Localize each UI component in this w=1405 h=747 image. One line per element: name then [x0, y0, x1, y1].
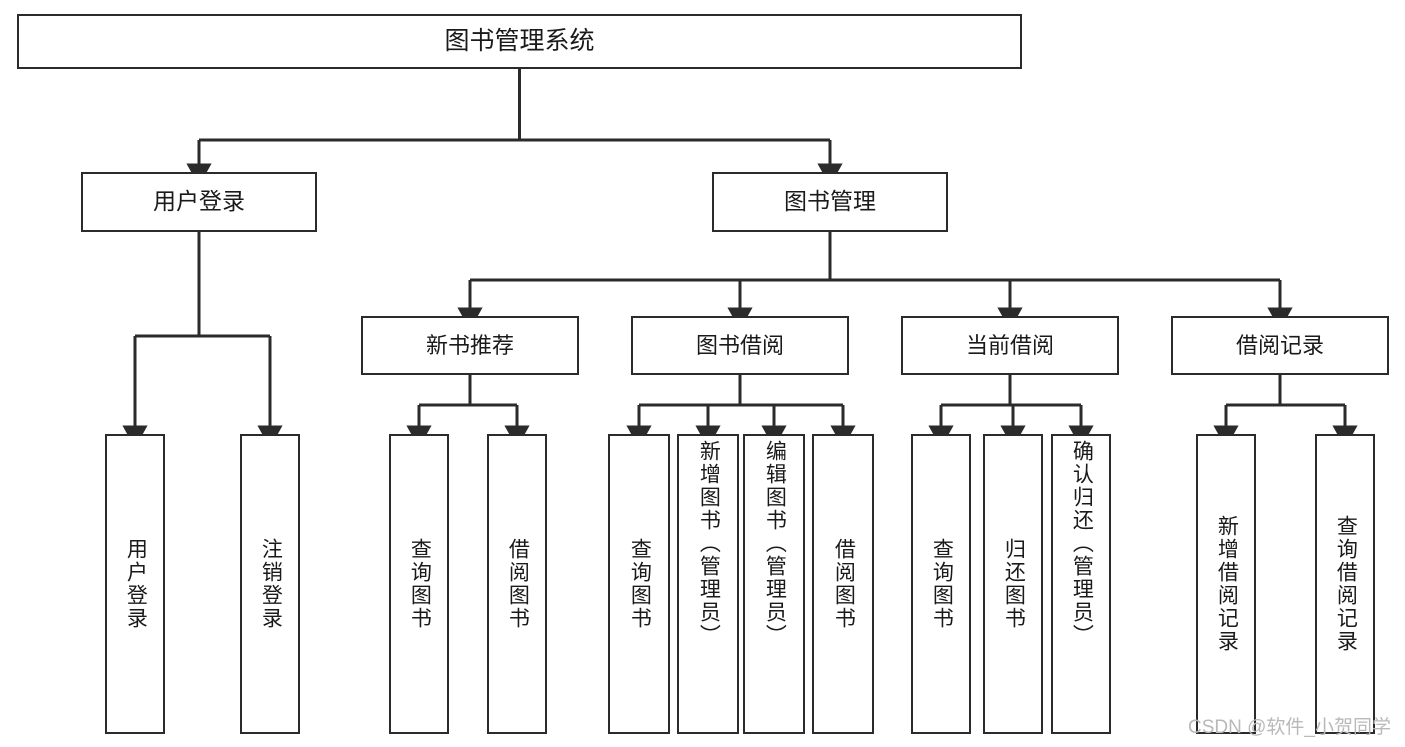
leaf-node-0-label: 用户登录: [124, 538, 148, 630]
leaf-node-5-label: 新增图书（管理员）: [697, 440, 721, 647]
root-node[interactable]: 图书管理系统: [17, 14, 1022, 69]
leaf-node-8-label: 查询图书: [930, 538, 954, 630]
leaf-node-3[interactable]: 借阅图书: [487, 434, 547, 734]
level2-node-1[interactable]: 图书管理: [712, 172, 948, 232]
leaf-node-6-label: 编辑图书（管理员）: [763, 440, 787, 647]
leaf-node-9-label: 归还图书: [1002, 538, 1026, 630]
level3-node-3-label: 借阅记录: [1235, 332, 1324, 358]
level3-node-1-label: 图书借阅: [695, 332, 784, 358]
leaf-node-10[interactable]: 确认归还（管理员）: [1051, 434, 1111, 734]
leaf-node-7[interactable]: 借阅图书: [812, 434, 874, 734]
leaf-node-4[interactable]: 查询图书: [608, 434, 670, 734]
leaf-node-12-label: 查询借阅记录: [1334, 515, 1358, 653]
leaf-node-1-label: 注销登录: [259, 538, 283, 630]
leaf-node-10-label: 确认归还（管理员）: [1070, 440, 1094, 647]
leaf-node-11-label: 新增借阅记录: [1215, 515, 1239, 653]
leaf-node-8[interactable]: 查询图书: [911, 434, 971, 734]
leaf-node-1[interactable]: 注销登录: [240, 434, 300, 734]
root-node-label: 图书管理系统: [444, 26, 595, 55]
leaf-node-2-label: 查询图书: [408, 538, 432, 630]
level3-node-3[interactable]: 借阅记录: [1171, 316, 1389, 375]
leaf-node-3-label: 借阅图书: [506, 538, 530, 630]
leaf-node-11[interactable]: 新增借阅记录: [1196, 434, 1256, 734]
leaf-node-12[interactable]: 查询借阅记录: [1315, 434, 1375, 734]
level3-node-1[interactable]: 图书借阅: [631, 316, 849, 375]
leaf-node-5[interactable]: 新增图书（管理员）: [677, 434, 739, 734]
level2-node-0[interactable]: 用户登录: [81, 172, 317, 232]
level2-node-1-label: 图书管理: [784, 188, 876, 215]
level2-node-0-label: 用户登录: [153, 188, 245, 215]
csdn-watermark: CSDN @软件_小贺同学: [1188, 717, 1391, 738]
level3-node-0-label: 新书推荐: [425, 332, 514, 358]
leaf-node-6[interactable]: 编辑图书（管理员）: [743, 434, 805, 734]
leaf-node-9[interactable]: 归还图书: [983, 434, 1043, 734]
leaf-node-2[interactable]: 查询图书: [389, 434, 449, 734]
level3-node-2[interactable]: 当前借阅: [901, 316, 1119, 375]
leaf-node-0[interactable]: 用户登录: [105, 434, 165, 734]
level3-node-0[interactable]: 新书推荐: [361, 316, 579, 375]
leaf-node-7-label: 借阅图书: [832, 538, 856, 630]
level3-node-2-label: 当前借阅: [965, 332, 1054, 358]
leaf-node-4-label: 查询图书: [628, 538, 652, 630]
